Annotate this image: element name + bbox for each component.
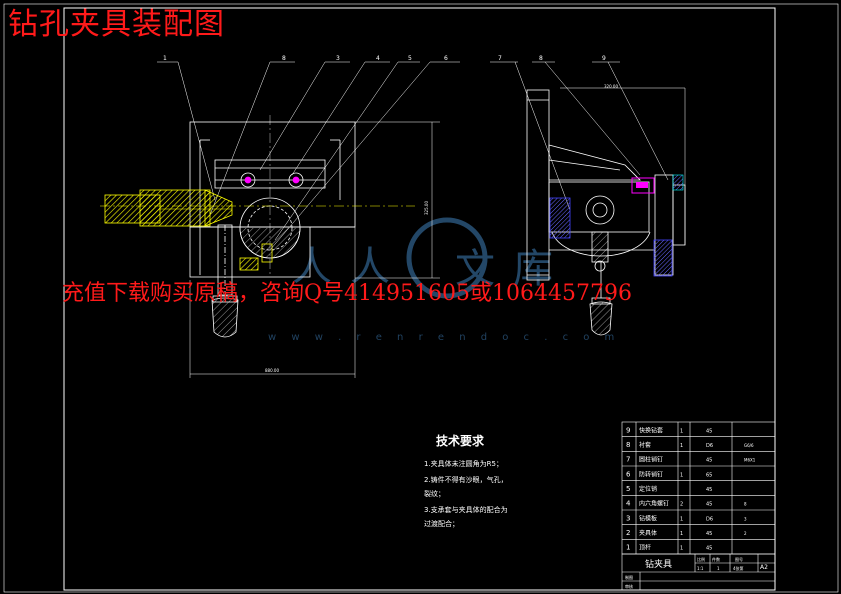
inner-frame (63, 7, 776, 591)
bom-cell-mat: 45 (706, 487, 712, 493)
right-balloon-labels: 7 8 9 (498, 55, 606, 62)
tech-line-2: 2.铸件不得有沙眼，气孔， (424, 475, 508, 484)
bom-cell-qty: 1 (680, 443, 683, 449)
right-view-color-parts (549, 174, 684, 277)
tech-heading: 技术要求 (436, 433, 485, 448)
bom-cell-name: 定位销 (639, 485, 657, 493)
bom-cell-mat: 65 (706, 472, 712, 478)
dim-height: 325.00 (424, 201, 429, 215)
tb-v2: 1 (717, 566, 720, 571)
bom-cell-name: 钻模板 (639, 514, 657, 522)
bom-cell-note: M6X1 (744, 458, 756, 463)
tech-line-1: 1.夹具体未注圆角为R5； (424, 459, 503, 468)
drawing-title: 钻孔夹具装配图 (8, 7, 225, 42)
tech-line-4: 3.支承套与夹具体的配合为 (424, 505, 508, 514)
bom-cell-note: 8 (744, 502, 747, 507)
dim-bottom: 880.00 (265, 368, 279, 373)
balloon-4: 4 (376, 55, 380, 62)
balloon-8a: 8 (282, 55, 286, 62)
watermark-glyph-1: 人 (292, 244, 332, 290)
bom-cell-no: 3 (626, 514, 630, 522)
tech-requirements: 技术要求 1.夹具体未注圆角为R5； 2.铸件不得有沙眼，气孔， 裂纹； 3.支… (424, 433, 508, 528)
bom-cell-qty: 1 (680, 531, 683, 537)
bom-cell-name: 夹具体 (639, 529, 657, 537)
bom-cell-no: 8 (626, 441, 630, 449)
bom-cell-qty: 1 (680, 428, 683, 434)
watermark-url: w w w . r e n r e n d o c . c o m (268, 332, 621, 343)
promo-banner: 充值下载购买原稿，咨询Q号414951605或1064457796 (62, 281, 632, 306)
bom-cell-mat: 45 (706, 546, 712, 552)
bom-cell-no: 4 (626, 500, 631, 508)
drill-shaft (104, 189, 233, 227)
bom-cell-note: G6/6 (744, 443, 754, 448)
bom-table (621, 421, 776, 555)
bom-cell-note: 2 (744, 531, 747, 536)
bom-cell-name: 衬套 (639, 441, 651, 449)
title-block (621, 553, 776, 591)
balloon-1: 1 (163, 55, 167, 62)
tb-name: 钻夹具 (645, 558, 672, 570)
bom-cell-note: 3 (744, 516, 747, 521)
bom-cell-mat: 45 (706, 428, 712, 434)
bom-cell-no: 2 (626, 529, 630, 537)
left-view (100, 61, 460, 378)
outer-frame (3, 3, 839, 593)
bom-cell-mat: 45 (706, 531, 712, 537)
watermark-glyph-2: 人 (350, 244, 390, 290)
watermark-glyph-4: 库 (513, 246, 553, 292)
tech-line-5: 过渡配合； (424, 519, 459, 528)
watermark-logo: 人 人 文 库 (292, 217, 553, 299)
bom-cell-name: 防转销钉 (639, 470, 663, 478)
balloon-3: 3 (336, 55, 340, 62)
bom-cell-qty: 1 (680, 546, 683, 552)
bom-cell-qty: 1 (680, 516, 683, 522)
bom-cell-name: 内六角螺钉 (639, 500, 669, 508)
balloon-9: 9 (602, 55, 606, 62)
bom-cell-no: 5 (626, 485, 630, 493)
bom-cell-mat: 45 (706, 458, 712, 464)
bom-cell-no: 9 (626, 426, 630, 434)
balloon-7: 7 (498, 55, 502, 62)
bom-cell-name: 圆柱销钉 (639, 456, 663, 464)
dim-top-right: 320.00 (604, 84, 618, 89)
balloon-6: 6 (444, 55, 448, 62)
watermark-glyph-3: 文 (455, 246, 495, 292)
tb-r2: 审核 (625, 583, 633, 589)
bom-cell-mat: D6 (706, 443, 713, 449)
tb-sheet: A2 (760, 564, 768, 571)
tech-line-3: 裂纹； (424, 489, 445, 498)
right-view (490, 61, 686, 336)
bom-cell-no: 6 (626, 470, 631, 478)
bom-cell-qty: 2 (680, 502, 683, 508)
bom-cell-mat: D6 (706, 516, 713, 522)
bom-cell-name: 顶杆 (639, 544, 651, 552)
tb-v1: 1:1 (697, 566, 704, 571)
bom-cell-qty: 1 (680, 472, 683, 478)
left-balloon-labels: 1 8 3 4 5 6 (163, 55, 448, 62)
balloon-8b: 8 (539, 55, 543, 62)
bom-cell-no: 7 (626, 456, 630, 464)
title-block-text: 钻夹具 比例 件数 图号 1:1 1 4张第 A2 制图 审核 (625, 556, 768, 589)
tb-v3: 4张第 (733, 565, 744, 571)
tb-h1: 比例 (697, 556, 705, 562)
bom-cell-no: 1 (626, 544, 630, 552)
balloon-5: 5 (408, 55, 412, 62)
tb-h3: 图号 (735, 556, 743, 562)
tb-h2: 件数 (712, 556, 720, 562)
bom-cell-mat: 45 (706, 502, 712, 508)
bom-cell-name: 快换钻套 (639, 426, 663, 434)
tb-r1: 制图 (625, 574, 633, 580)
